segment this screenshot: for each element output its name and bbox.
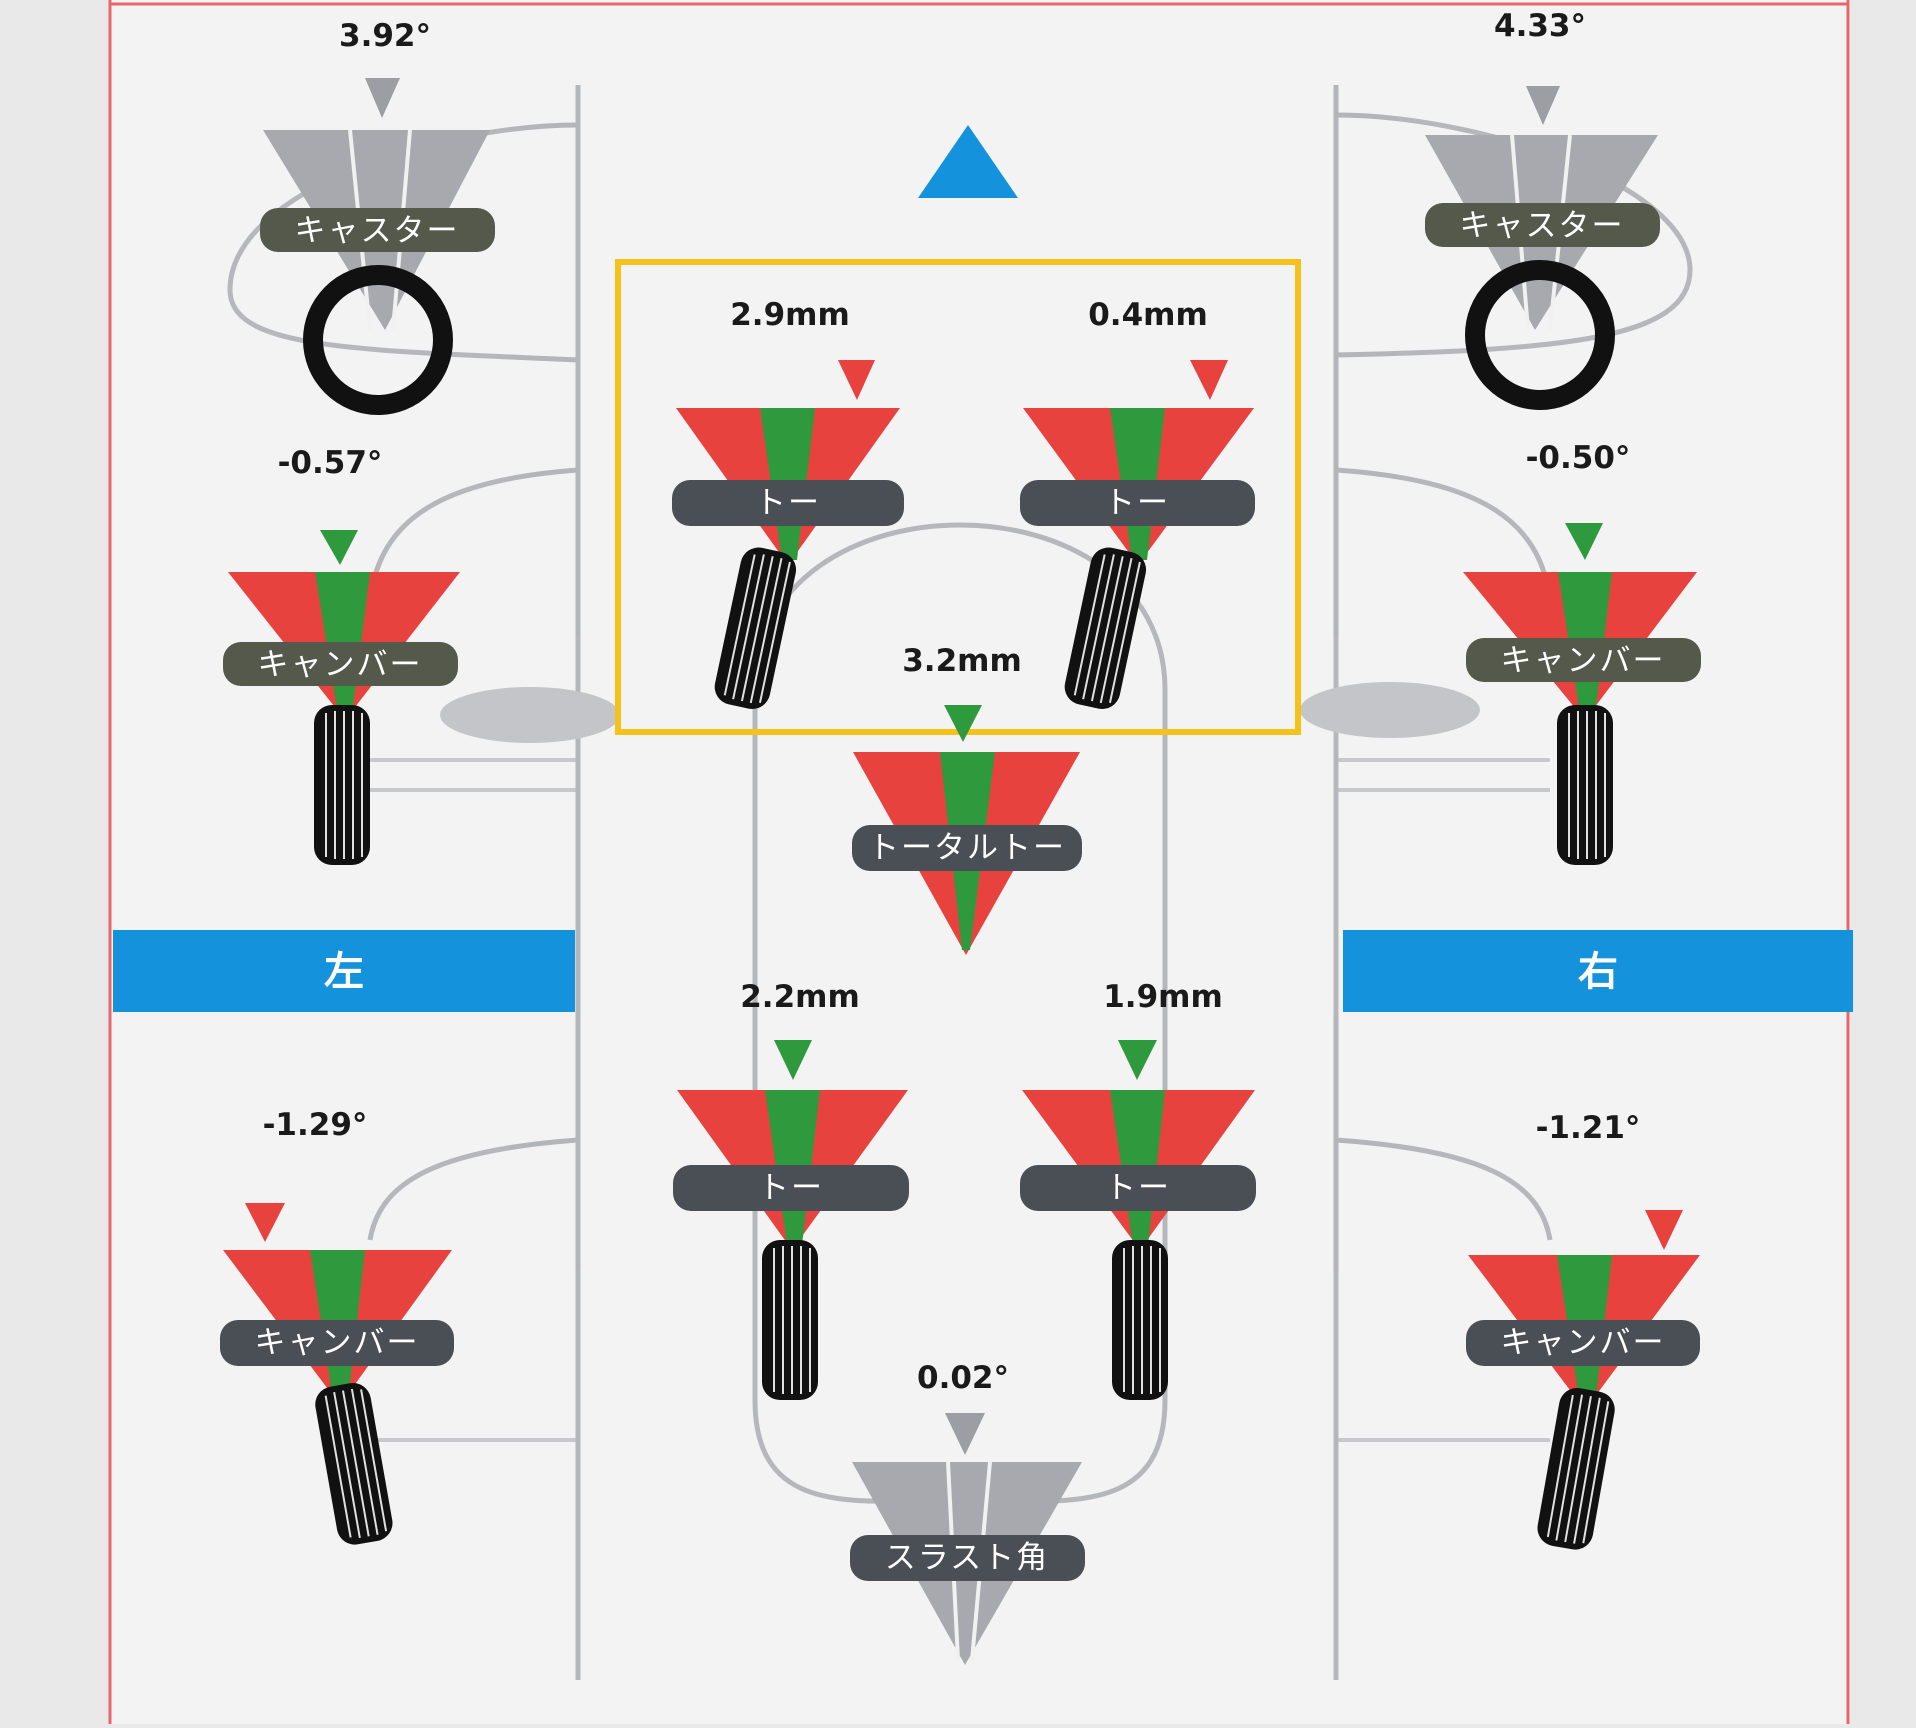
caster-pointer-icon: [365, 78, 400, 118]
camber-pill: [1466, 1320, 1700, 1366]
total-toe-pointer-icon: [944, 705, 982, 742]
total-toe-label: トータルトー: [868, 830, 1066, 866]
camber-pointer-icon: [245, 1203, 285, 1242]
steering-wheel-icon: [303, 265, 453, 415]
camber-pointer-icon: [1645, 1210, 1683, 1250]
toe-pill: [673, 1165, 909, 1211]
front-right-camber-label: キャンバー: [1501, 643, 1666, 679]
thrust-angle-label: スラスト角: [885, 1540, 1049, 1576]
front-right-toe-value: 0.4mm: [1088, 297, 1208, 333]
caster-pill: [260, 208, 495, 252]
front-right-toe-label: トー: [1104, 485, 1170, 521]
camber-pill: [1466, 638, 1701, 682]
forward-direction-arrow: [918, 125, 1018, 198]
left-side-label: 左: [324, 949, 364, 995]
rear-left-toe-label: トー: [758, 1170, 824, 1206]
caster-pointer-icon: [1526, 86, 1560, 125]
front-right-axle: [1300, 682, 1480, 738]
toe-pill: [1020, 1165, 1256, 1211]
camber-pill: [220, 1320, 454, 1366]
thrust-angle-value: 0.02°: [917, 1360, 1009, 1396]
toe-pointer-icon: [1118, 1040, 1157, 1080]
rear-left-toe: 2.2mm トー: [673, 979, 909, 1401]
toe-pointer-icon: [838, 360, 875, 400]
caster-pill: [1425, 203, 1660, 247]
rear-left-camber: -1.29° キャンバー: [220, 1107, 454, 1549]
thrust-pointer-icon: [945, 1413, 985, 1455]
camber-pill: [223, 642, 458, 686]
front-left-camber: -0.57° キャンバー: [223, 445, 460, 866]
front-right-caster-label: キャスター: [1460, 208, 1625, 244]
front-left-camber-label: キャンバー: [258, 647, 423, 683]
toe-pointer-icon: [774, 1040, 812, 1080]
rear-left-camber-value: -1.29°: [263, 1107, 368, 1143]
camber-pointer-icon: [320, 530, 358, 565]
left-side-band: [113, 930, 575, 1012]
rear-left-camber-label: キャンバー: [255, 1325, 420, 1361]
rear-left-toe-value: 2.2mm: [740, 979, 860, 1015]
rear-right-camber-value: -1.21°: [1536, 1110, 1641, 1146]
rear-right-camber-label: キャンバー: [1501, 1325, 1666, 1361]
rear-right-camber: -1.21° キャンバー: [1466, 1110, 1700, 1554]
front-left-toe: 2.9mm トー: [672, 297, 904, 714]
right-side-band: [1343, 930, 1853, 1012]
front-right-camber: -0.50° キャンバー: [1463, 440, 1701, 866]
steering-wheel-icon: [1465, 260, 1615, 410]
camber-pointer-icon: [1565, 523, 1603, 560]
toe-pointer-icon: [1190, 360, 1228, 400]
thrust-angle: 0.02° スラスト角: [850, 1360, 1085, 1665]
rear-right-toe-label: トー: [1105, 1170, 1171, 1206]
front-right-caster-value: 4.33°: [1494, 8, 1586, 44]
front-left-toe-label: トー: [755, 485, 821, 521]
toe-pill: [672, 480, 904, 526]
right-side-label: 右: [1578, 949, 1618, 995]
front-left-camber-value: -0.57°: [278, 445, 383, 481]
front-right-caster: 4.33° キャスター: [1425, 8, 1660, 410]
thrust-pill: [850, 1535, 1085, 1581]
front-left-caster-value: 3.92°: [339, 18, 431, 54]
rear-right-toe: 1.9mm トー: [1020, 979, 1256, 1401]
front-right-toe: 0.4mm トー: [1020, 297, 1255, 714]
total-toe-pill: [852, 825, 1082, 871]
front-left-axle: [440, 687, 620, 743]
front-left-toe-value: 2.9mm: [730, 297, 850, 333]
rear-right-toe-value: 1.9mm: [1103, 979, 1223, 1015]
total-toe-value: 3.2mm: [902, 643, 1022, 679]
front-left-caster: 3.92° キャスター: [260, 18, 495, 415]
front-left-caster-label: キャスター: [295, 213, 460, 249]
total-toe: 3.2mm トータルトー: [852, 643, 1082, 955]
toe-pill: [1020, 480, 1255, 526]
front-right-camber-value: -0.50°: [1526, 440, 1631, 476]
